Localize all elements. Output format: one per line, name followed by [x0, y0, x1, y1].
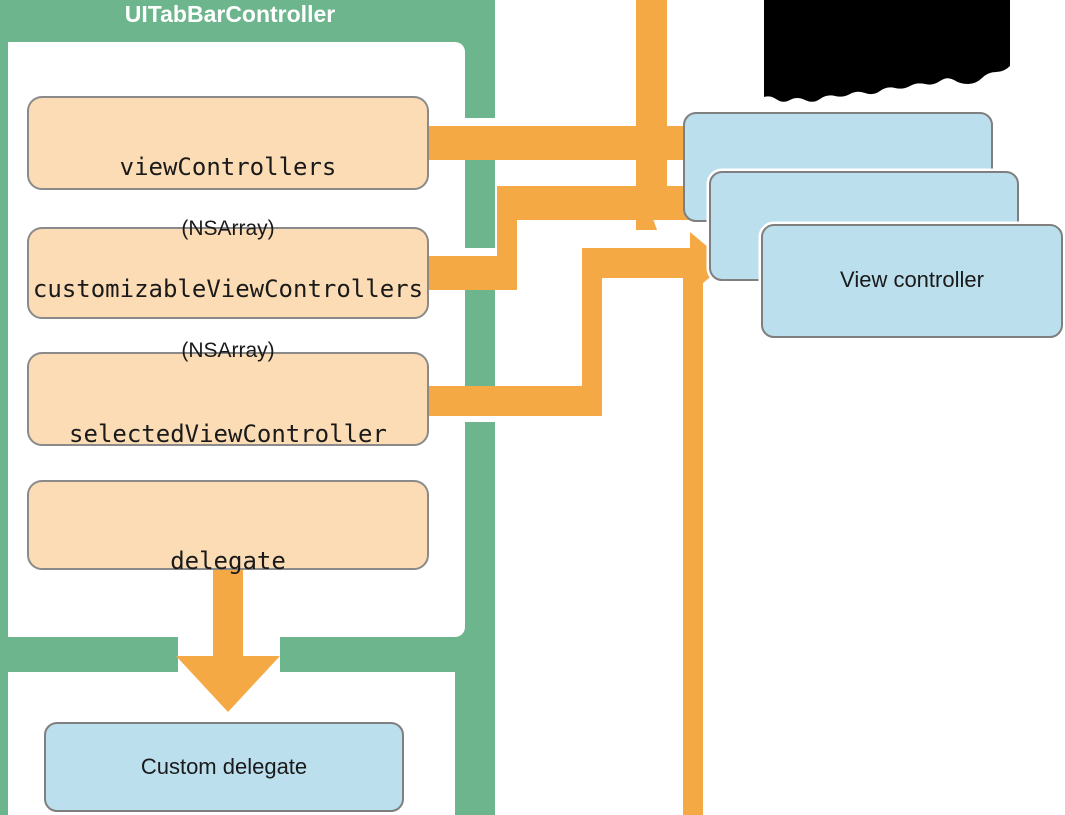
- property-box-delegate: [27, 480, 429, 570]
- connector-selectedviewcontroller: [428, 232, 727, 416]
- property-box-customizableviewcontrollers: [27, 227, 429, 319]
- connector-bottom-vertical: [683, 262, 703, 815]
- view-controller-stack[interactable]: [683, 112, 1065, 341]
- view-controller-card-front: [761, 224, 1063, 338]
- redacted-block: [764, 0, 1010, 102]
- connector-delegate: [176, 568, 280, 712]
- property-box-viewcontrollers: [27, 96, 429, 190]
- custom-delegate-box[interactable]: [44, 722, 404, 812]
- property-box-selectedviewcontroller: [27, 352, 429, 446]
- connector-top-vertical: [636, 0, 667, 230]
- property-boxes[interactable]: [27, 96, 429, 570]
